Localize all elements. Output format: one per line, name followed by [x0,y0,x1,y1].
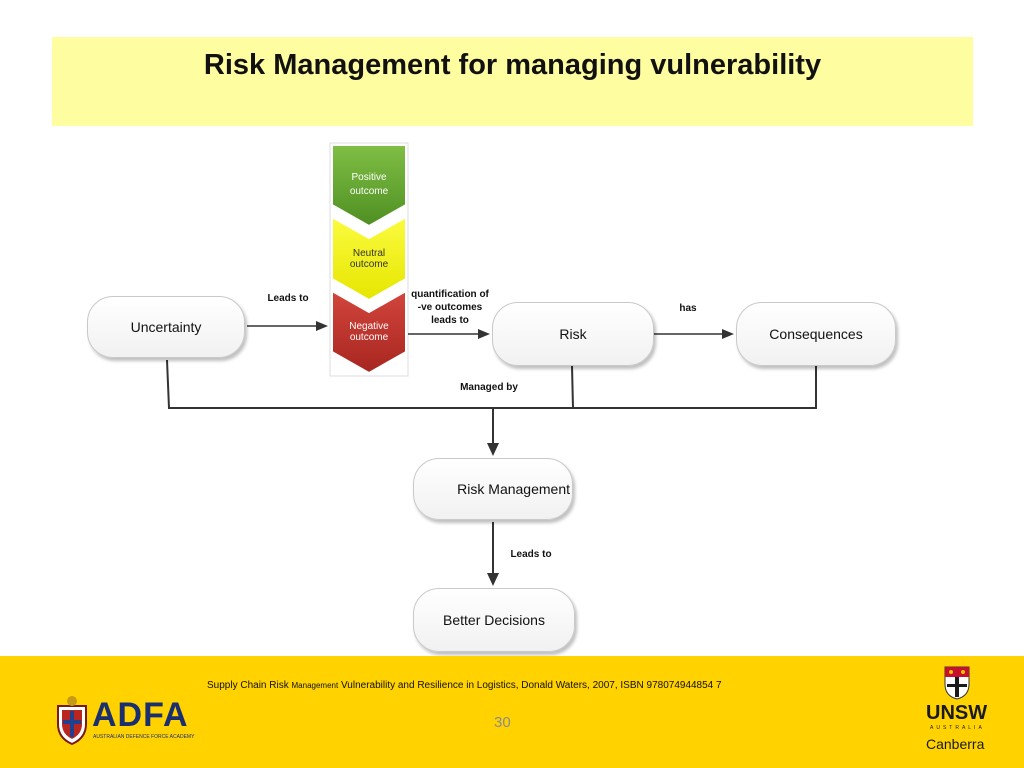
leads-to-label-2: Leads to [510,549,552,560]
consequences-node: Consequences [736,302,896,366]
negative-outcome-line2: outcome [350,332,389,343]
negative-outcome-chevron [331,289,407,375]
leads-to-label-1: Leads to [267,293,309,304]
citation-small: Management [291,681,339,690]
page-title: Risk Management for managing vulnerabili… [203,49,822,81]
citation-part2: Vulnerability and Resilience in Logistic… [340,680,722,691]
consequences-label: Consequences [769,326,863,342]
unsw-crest-icon [944,666,970,700]
quantification-line1: quantification of [411,289,489,300]
arrowhead-outcomes [316,321,328,331]
arrowhead-risk-management [487,443,499,456]
uncertainty-node: Uncertainty [87,296,245,358]
unsw-campus: Canberra [926,736,985,752]
has-label: has [679,303,697,314]
positive-outcome-chevron [331,144,407,228]
adfa-logo: ADFA AUSTRALIAN DEFENCE FORCE ACADEMY [52,694,202,746]
page-number: 30 [494,714,511,731]
neutral-outcome-line1: Neutral [353,248,385,259]
arrowhead-risk [478,329,490,339]
negative-outcome-line1: Negative [349,321,389,332]
quantification-label: quantification of -ve outcomes leads to [400,288,500,327]
title-band: Risk Management for managing vulnerabili… [52,37,973,126]
arrowhead-better-decisions [487,573,499,586]
adfa-name: ADFA [92,696,189,734]
adfa-subtitle: AUSTRALIAN DEFENCE FORCE ACADEMY [93,734,195,740]
better-decisions-label: Better Decisions [443,612,545,628]
neutral-outcome-chevron [331,215,407,302]
unsw-logo: UNSW AUSTRALIA Canberra [922,666,992,764]
diagram-canvas: Positive outcome Neutral outcome Negativ… [166,142,817,586]
footer-band: Supply Chain Risk Management Vulnerabili… [0,656,1024,768]
unsw-name: UNSW [926,702,988,724]
positive-outcome-line2: outcome [350,186,389,197]
citation-part1: Supply Chain Risk [207,680,289,691]
better-decisions-node: Better Decisions [413,588,575,652]
risk-label: Risk [559,326,587,342]
risk-node: Risk [492,302,654,366]
quantification-line2: -ve outcomes [417,302,483,313]
quantification-line3: leads to [431,315,469,326]
risk-management-label: Risk Management [457,481,570,497]
positive-outcome-line1: Positive [351,172,386,183]
adfa-crest-icon [57,696,87,746]
managed-by-label: Managed by [460,382,518,393]
risk-to-bracket-line [571,365,574,409]
unsw-sub: AUSTRALIA [930,725,985,731]
arrowhead-consequences [722,329,734,339]
uncertainty-label: Uncertainty [130,319,202,335]
citation: Supply Chain Risk Management Vulnerabili… [207,680,722,691]
risk-management-node: Risk Management [413,458,573,520]
neutral-outcome-line2: outcome [350,259,389,270]
